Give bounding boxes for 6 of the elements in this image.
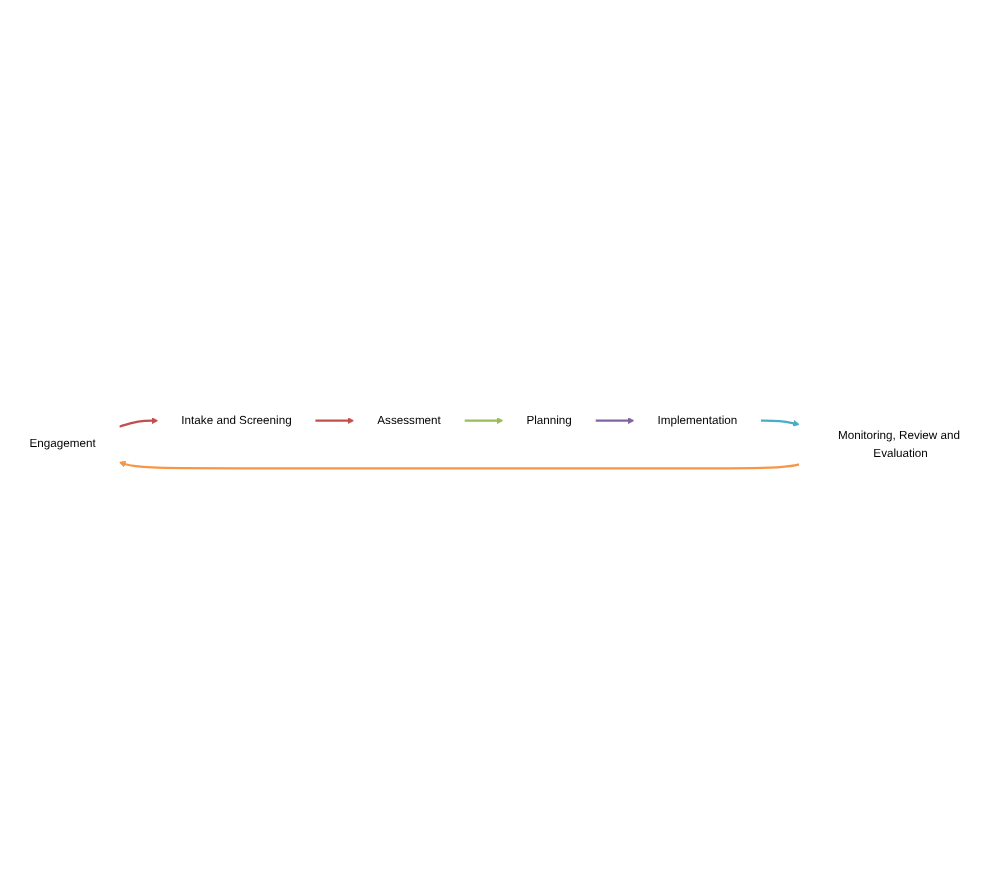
arrow	[118, 460, 800, 470]
arrow	[118, 417, 159, 428]
arrow	[315, 417, 355, 425]
arrow	[595, 417, 635, 425]
arrow	[464, 417, 504, 425]
arrow	[760, 419, 800, 427]
